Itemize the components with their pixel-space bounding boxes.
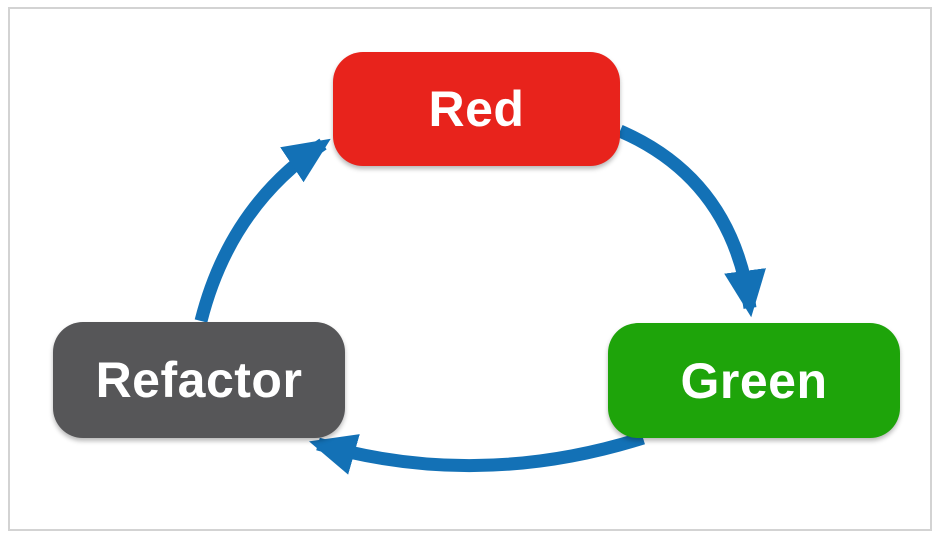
- node-red-label: Red: [428, 81, 525, 137]
- node-red: Red: [333, 52, 620, 166]
- node-refactor-label: Refactor: [95, 352, 303, 408]
- node-green-label: Green: [680, 352, 828, 409]
- node-refactor: Refactor: [53, 322, 345, 438]
- node-green: Green: [608, 323, 900, 438]
